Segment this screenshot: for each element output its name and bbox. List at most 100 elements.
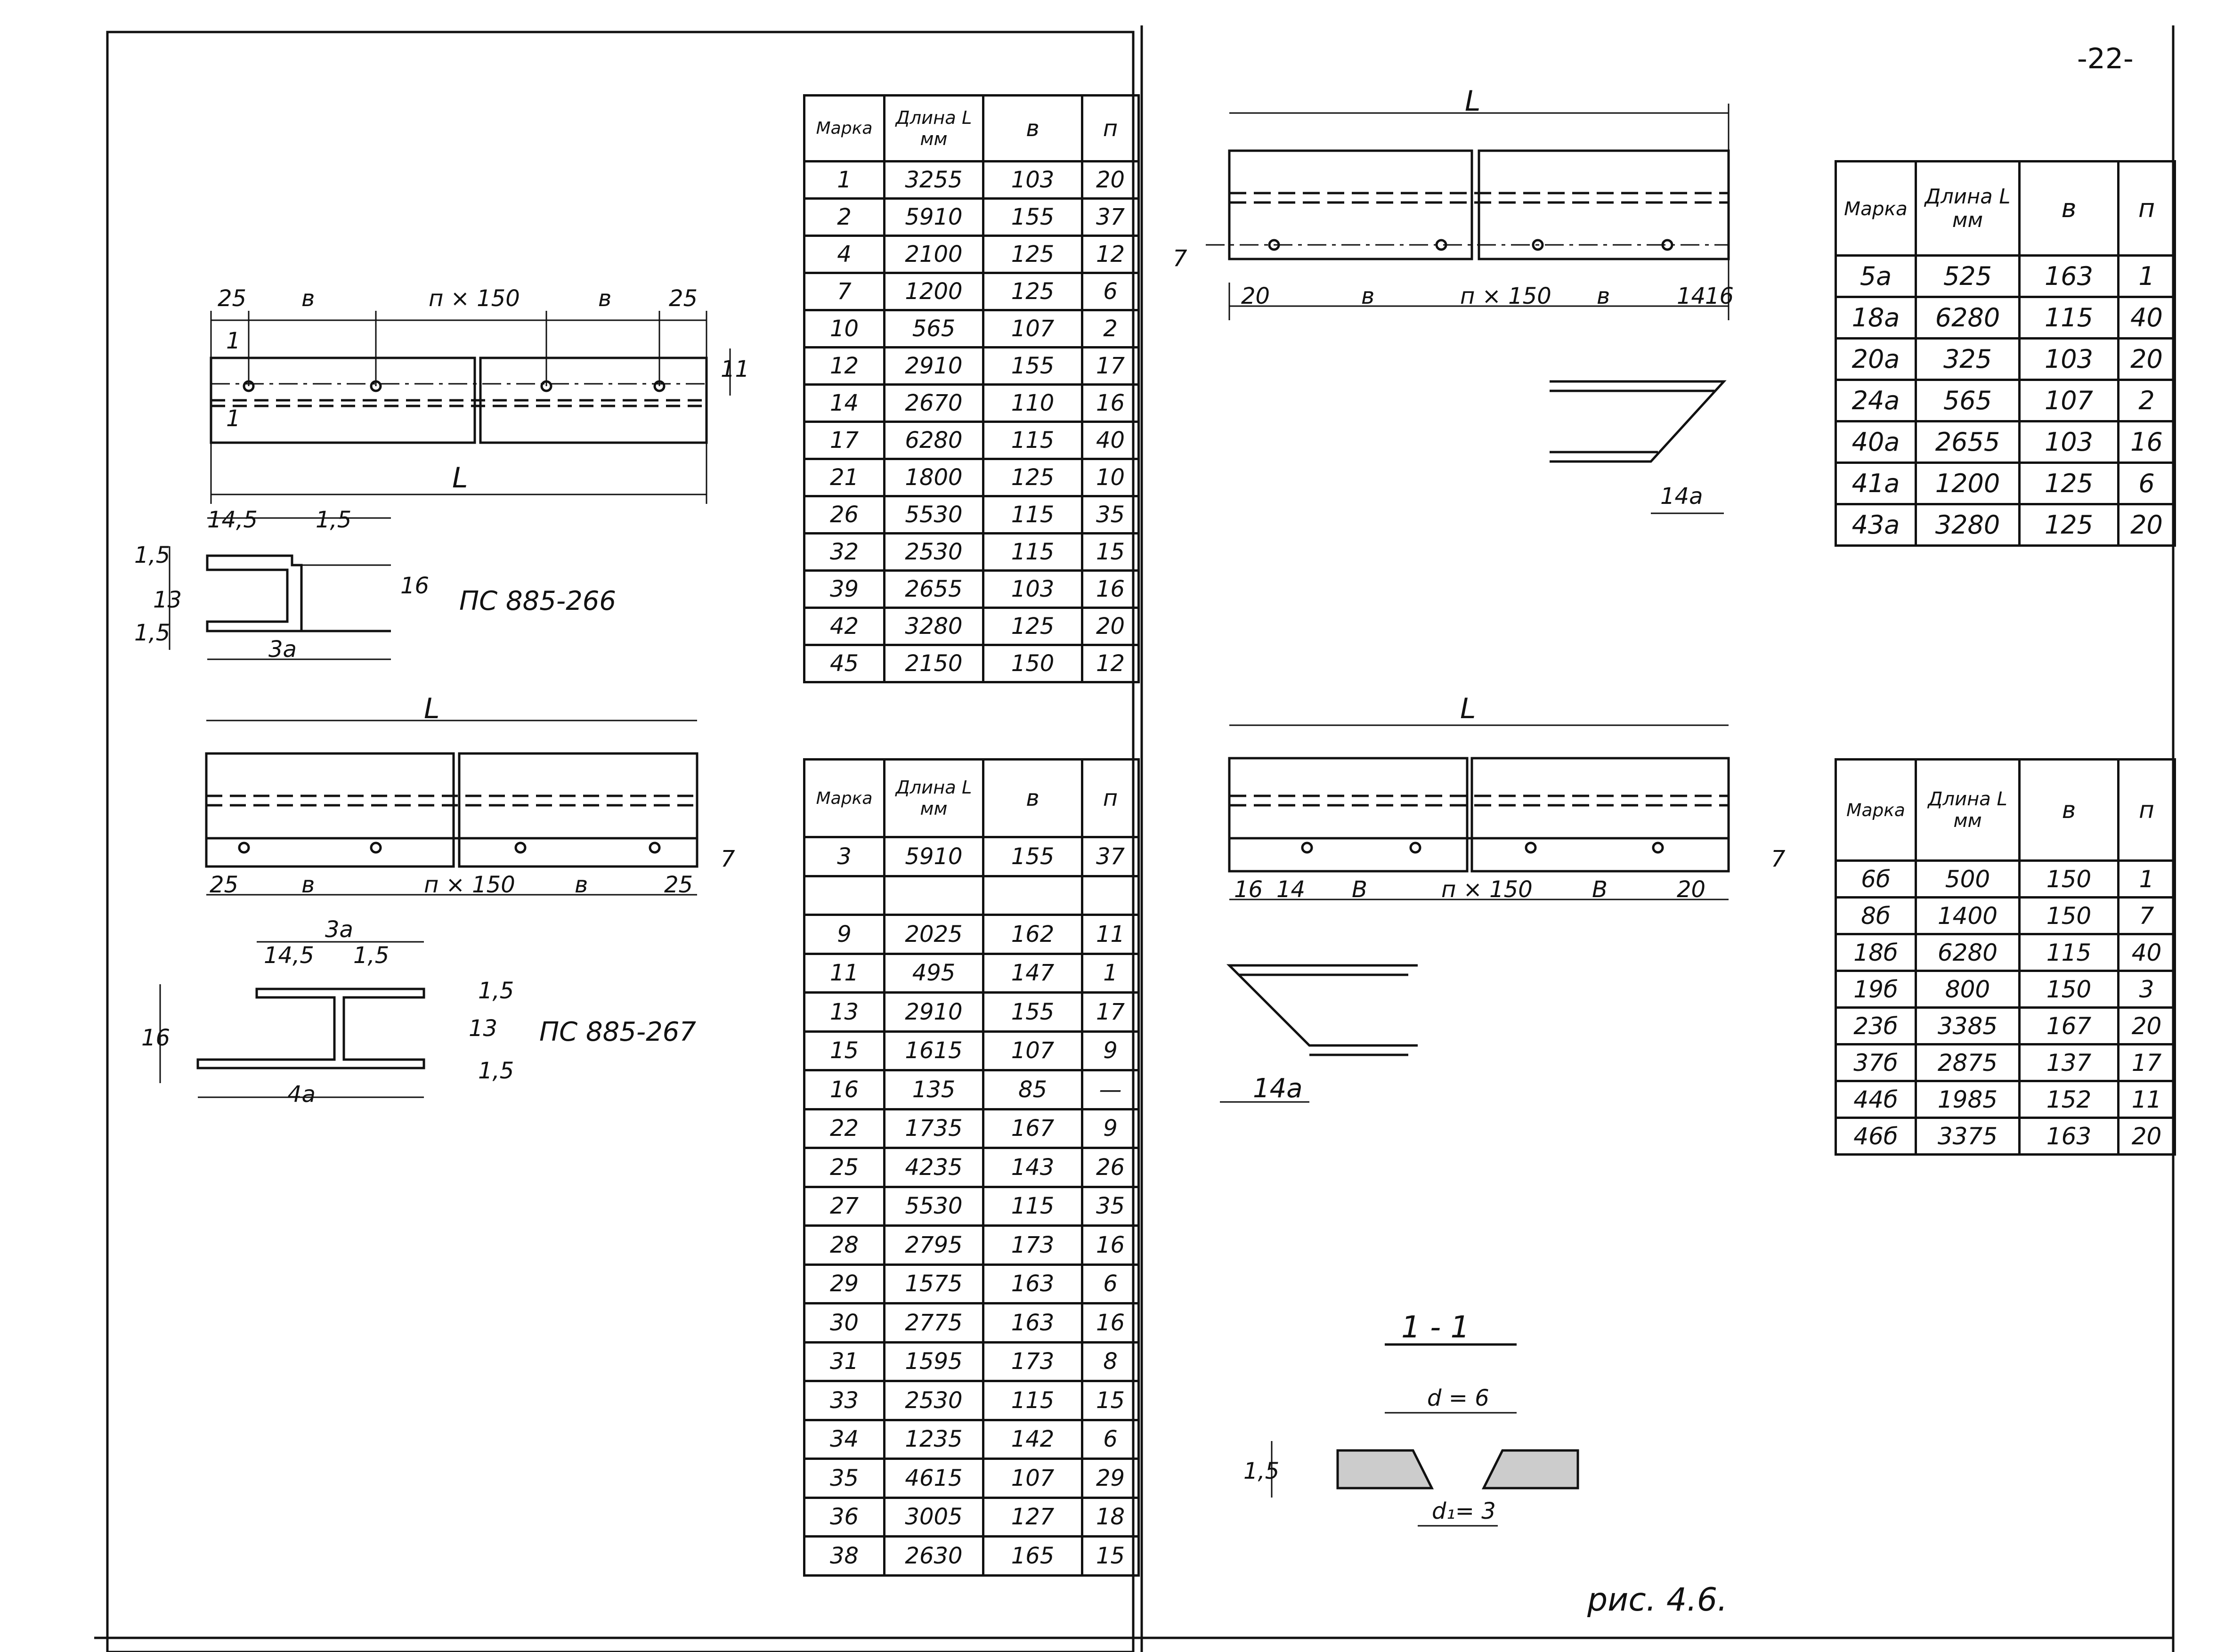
table-cell: 167 — [2018, 1006, 2119, 1045]
table-cell: 565 — [883, 309, 984, 348]
table-cell: 2100 — [883, 235, 984, 274]
table-cell: 6280 — [1915, 296, 2021, 340]
table-cell: 20 — [2117, 1117, 2176, 1156]
table-cell: 1 — [1081, 952, 1140, 994]
table-cell: 115 — [2018, 933, 2119, 972]
label-b-d: в — [575, 872, 588, 898]
table-cell: 1200 — [1915, 462, 2021, 505]
table-cell: 1985 — [1915, 1080, 2021, 1119]
label-d15-a: 1,5 — [316, 507, 351, 533]
chamfer-detail-2 — [1220, 964, 1418, 1103]
countersink-section — [1271, 1343, 1579, 1527]
table-cell: 15 — [1081, 1380, 1140, 1421]
profile-267-label: ПС 885-267 — [539, 1017, 696, 1047]
table-cell: 2530 — [883, 532, 984, 572]
table-cell: 9 — [803, 914, 885, 955]
table-cell: 6280 — [883, 421, 984, 460]
table-header-cell: Длина L мм — [1915, 758, 2021, 862]
table-cell: 6 — [1081, 1418, 1140, 1460]
table-header-cell: Марка — [803, 94, 885, 162]
table-cell: 125 — [2018, 503, 2119, 547]
table-cell: 155 — [982, 991, 1083, 1033]
table-cell: 15 — [1081, 1535, 1140, 1577]
table-cell: 5910 — [883, 197, 984, 237]
table-cell: 2795 — [883, 1224, 984, 1266]
label-d15-d: 1,5 — [353, 942, 389, 969]
table-cell: 10 — [1081, 458, 1140, 497]
label-n150-b: п × 150 — [424, 872, 515, 898]
label-L-b: L — [424, 692, 439, 725]
table-cell: 137 — [2018, 1043, 2119, 1082]
table-cell: 1235 — [883, 1418, 984, 1460]
table-cell: 20 — [2117, 503, 2176, 547]
table-cell: 40 — [1081, 421, 1140, 460]
table-cell: 16 — [1081, 1302, 1140, 1344]
table-cell: 125 — [982, 458, 1083, 497]
table-cell: 115 — [982, 495, 1083, 534]
table-cell: 20 — [2117, 337, 2176, 381]
label-d16-d: 16 — [1234, 876, 1263, 903]
label-d15-c: 1,5 — [134, 620, 170, 646]
table-cell: 16 — [1081, 569, 1140, 609]
table-cell: 6 — [1081, 272, 1140, 311]
strip-drawing-1 — [210, 311, 731, 504]
table-cell: 22 — [803, 1108, 885, 1149]
table-cell: 36 — [803, 1496, 885, 1538]
table-cell: 2655 — [1915, 420, 2021, 464]
table-cell: 46б — [1835, 1117, 1917, 1156]
label-n150-a: п × 150 — [429, 285, 520, 312]
table-cell: 14 — [803, 383, 885, 423]
table-cell: 29 — [803, 1263, 885, 1304]
table-header-cell: п — [1081, 758, 1140, 838]
table-cell: 15 — [1081, 532, 1140, 572]
table-header-cell: п — [2117, 160, 2176, 257]
table-cell: 40а — [1835, 420, 1917, 464]
table-cell: 2530 — [883, 1380, 984, 1421]
table-cell: 2 — [2117, 379, 2176, 422]
table-cell: 16 — [1081, 383, 1140, 423]
table-cell: 18 — [1081, 1496, 1140, 1538]
label-d25-c: 25 — [210, 872, 238, 898]
table-cell: 1400 — [1915, 896, 2021, 935]
table-cell: 34 — [803, 1418, 885, 1460]
table-cell: 16 — [2117, 420, 2176, 464]
table-cell: 29 — [1081, 1458, 1140, 1499]
table-header-cell: в — [2018, 160, 2119, 257]
label-d25-d: 25 — [664, 872, 693, 898]
table-cell: 24а — [1835, 379, 1917, 422]
label-d145-b: 14,5 — [264, 942, 314, 969]
table-cell: 45 — [803, 644, 885, 683]
table-cell: 9 — [1081, 1108, 1140, 1149]
table-cell: 3 — [803, 836, 885, 877]
table-cell: 2 — [1081, 309, 1140, 348]
table-cell: 30 — [803, 1302, 885, 1344]
table-cell: 6 — [1081, 1263, 1140, 1304]
table-cell: 39 — [803, 569, 885, 609]
table-cell: 16 — [1081, 1224, 1140, 1266]
table-cell: 115 — [982, 421, 1083, 460]
page-number: -22- — [2077, 42, 2134, 75]
table-cell: 163 — [2018, 254, 2119, 298]
label-d145-a: 14,5 — [207, 507, 258, 533]
table-cell: 155 — [982, 197, 1083, 237]
table-cell: 4 — [803, 235, 885, 274]
table-header-cell: п — [1081, 94, 1140, 162]
label-d15-b: 1,5 — [134, 542, 170, 568]
label-d20-b: 20 — [1677, 876, 1705, 903]
table-cell: 38 — [803, 1535, 885, 1577]
table-cell — [1081, 875, 1140, 916]
